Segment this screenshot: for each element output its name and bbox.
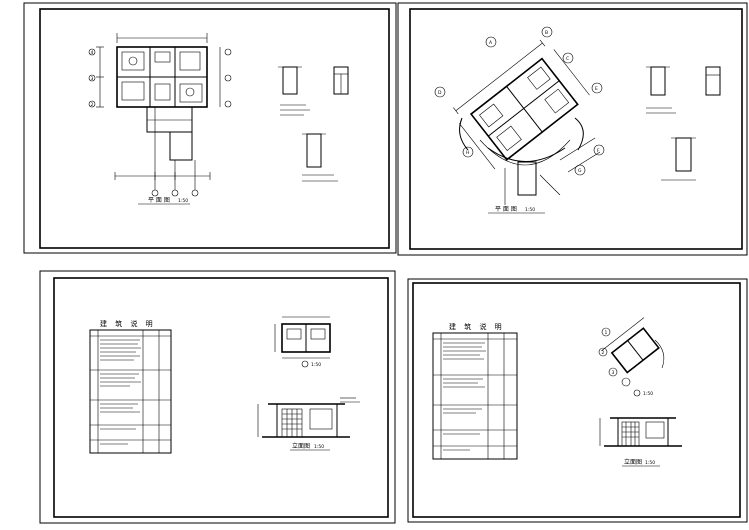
sheet-2-door-details (646, 66, 721, 181)
sheet-3: 建 筑 说 明 (39, 270, 396, 524)
axis-label: 2 (91, 102, 94, 108)
sheet-2: A B C D E F G H 平 面 图 1:50 (397, 2, 748, 256)
sheet-4-inner-frame (412, 282, 741, 518)
sheet-2-title: 平 面 图 (495, 206, 517, 213)
sheet-4-notes-table: 建 筑 说 明 (432, 322, 518, 460)
sheet-2-frame (397, 2, 748, 256)
axis-label: H (466, 150, 469, 156)
sheet-1-inner-frame (39, 8, 390, 249)
sheet-3-elevation-title: 立面图 (292, 442, 310, 450)
sheet-2-inner-frame (409, 8, 743, 250)
sheet-1-frame (23, 2, 397, 254)
axis-label: C (566, 56, 569, 62)
sheet-3-frame (39, 270, 396, 524)
sheet-3-notes-title: 建 筑 说 明 (100, 319, 156, 328)
sheet-3-plan-scale: 1:50 (311, 362, 321, 368)
sheet-4-small-plan: 1 2 3 1:50 (598, 317, 665, 397)
sheet-4-elevation-title: 立面图 (624, 458, 642, 466)
sheet-4: 建 筑 说 明 (407, 278, 748, 523)
axis-label: B (545, 30, 548, 36)
axis-label: 3 (612, 370, 615, 376)
sheet-3-elevation: 立面图 1:50 (257, 397, 360, 451)
sheet-2-scale: 1:50 (525, 207, 535, 213)
sheet-4-plan-scale: 1:50 (643, 391, 653, 397)
sheet-3-small-plan: 1:50 (274, 316, 331, 368)
sheet-4-notes-title: 建 筑 说 明 (449, 322, 505, 331)
sheet-4-elevation-scale: 1:50 (645, 460, 655, 466)
sheet-3-inner-frame (53, 277, 389, 518)
axis-label: F (597, 148, 600, 154)
sheet-1-title: 平 面 图 (148, 197, 170, 204)
sheet-1-floor-plan: 4 3 2 (88, 33, 232, 197)
sheet-1-scale: 1:50 (178, 198, 188, 204)
axis-label: 3 (91, 76, 94, 82)
axis-label: G (578, 168, 582, 174)
sheet-4-elevation: 立面图 1:50 (599, 417, 682, 467)
sheet-3-elevation-scale: 1:50 (314, 444, 324, 450)
sheet-4-frame (407, 278, 748, 523)
axis-label: A (489, 40, 493, 46)
axis-label: E (595, 86, 598, 92)
sheet-2-floor-plan (453, 39, 590, 170)
sheet-1-door-details (278, 66, 349, 182)
axis-label: 1 (605, 330, 608, 336)
sheet-3-notes-table: 建 筑 说 明 (89, 319, 172, 454)
axis-label: D (438, 90, 442, 96)
axis-label: 4 (91, 50, 94, 56)
sheet-1: 4 3 2 平 面 图 1:50 (23, 2, 397, 254)
axis-label: 2 (602, 350, 605, 356)
